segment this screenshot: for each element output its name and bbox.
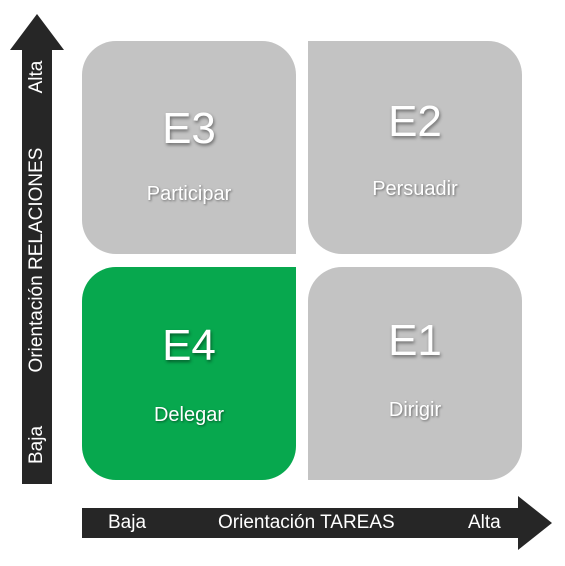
y-axis-high-label: Alta (26, 60, 47, 94)
quadrant-code: E4 (162, 321, 216, 370)
x-axis-arrow-shaft (82, 508, 520, 538)
quadrant-e4: E4 Delegar (82, 267, 296, 480)
x-axis-high-label: Alta (468, 512, 501, 533)
quadrant-e1: E1 Dirigir (308, 267, 522, 480)
quadrant-code: E1 (388, 316, 442, 365)
x-axis-arrowhead-icon (518, 496, 552, 550)
quadrant-code: E2 (388, 97, 442, 146)
quadrant-label: Participar (146, 183, 232, 205)
y-axis-arrowhead-icon (10, 14, 64, 50)
quadrant-e2: E2 Persuadir (308, 41, 522, 254)
quadrant-e3: E3 Participar (82, 41, 296, 254)
quadrant-label: Delegar (153, 404, 225, 426)
y-axis-low-label: Baja (26, 425, 47, 465)
y-axis-title: Orientación RELACIONES (26, 147, 47, 373)
x-axis-low-label: Baja (108, 512, 147, 533)
quadrant-code: E3 (162, 104, 216, 153)
y-axis-arrow-shaft (22, 48, 52, 484)
x-axis-title: Orientación TAREAS (218, 512, 395, 533)
quadrant-label: Dirigir (388, 399, 442, 421)
quadrant-label: Persuadir (372, 178, 458, 200)
